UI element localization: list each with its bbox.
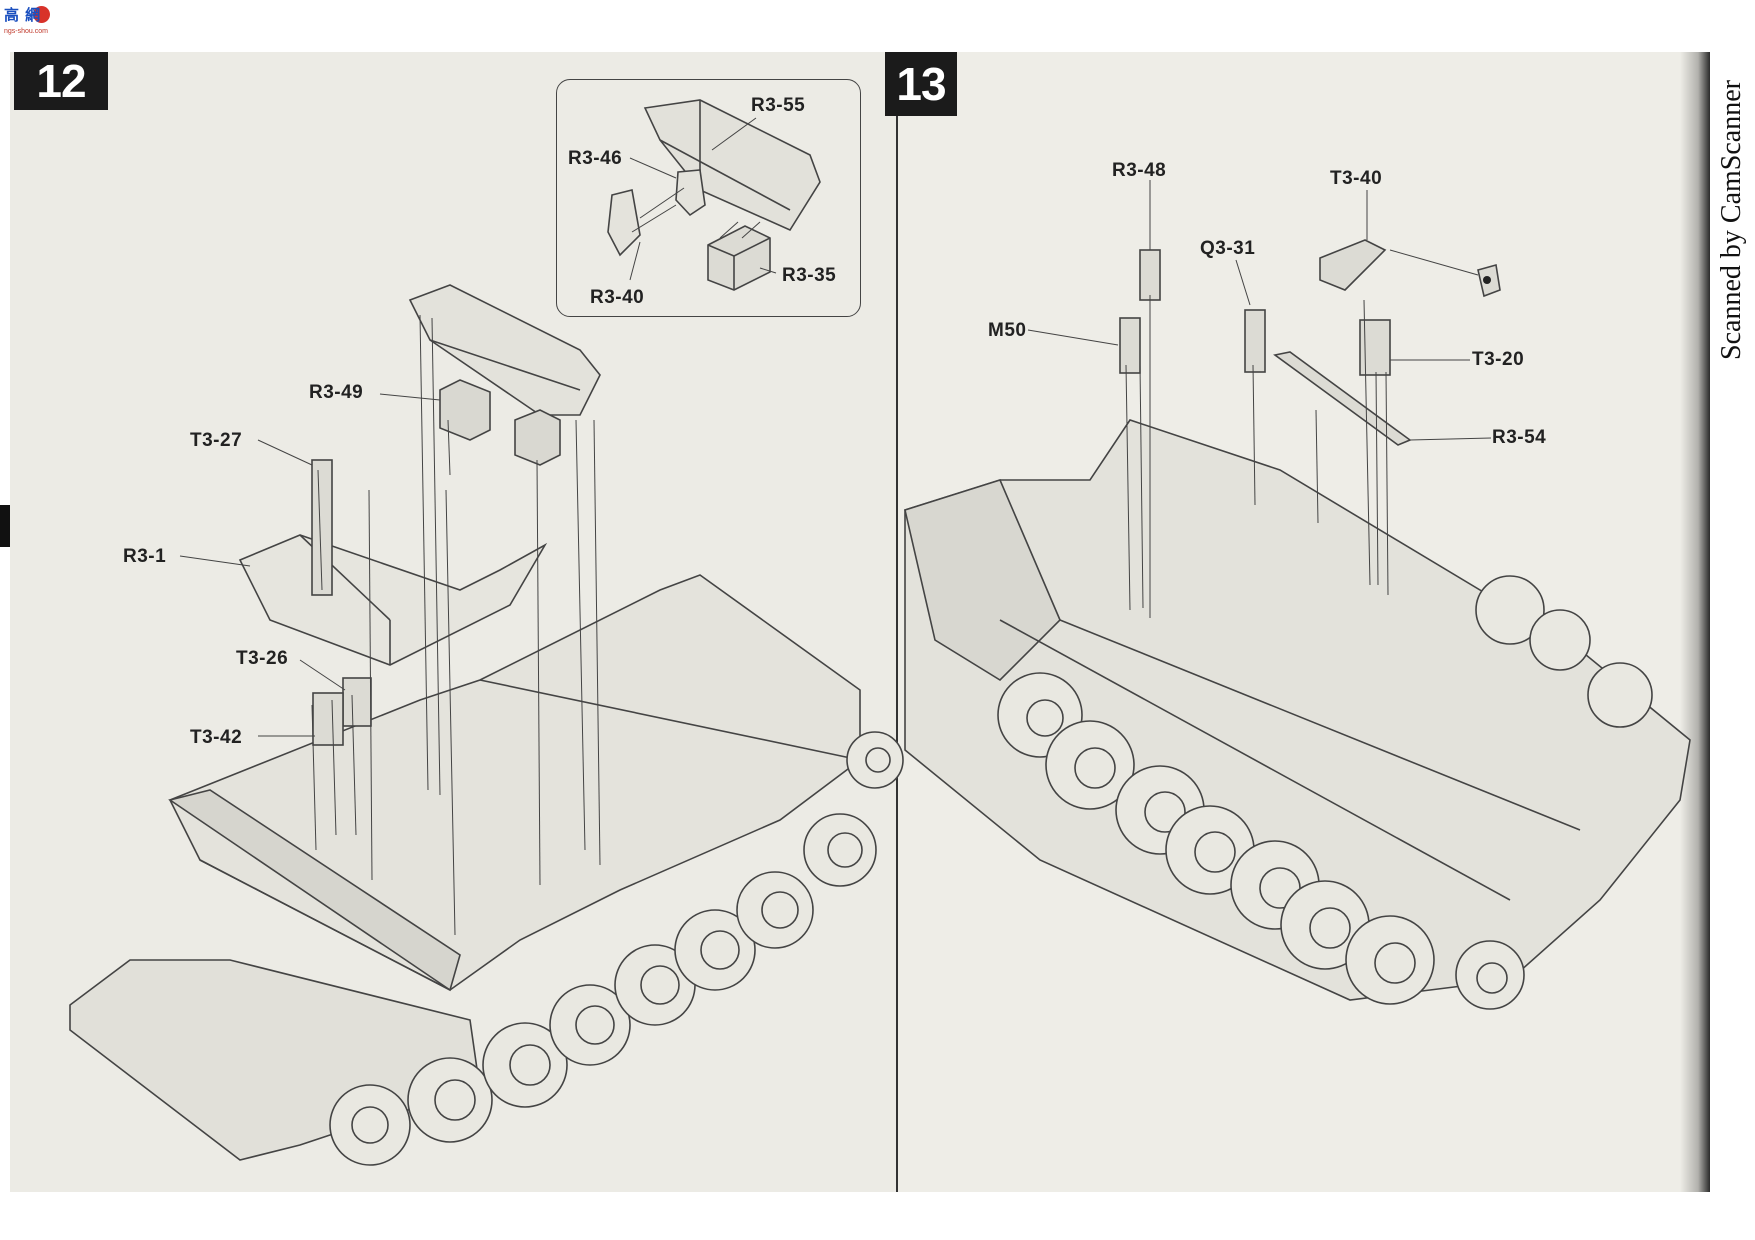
assembly-arrows-step12 (311, 314, 601, 936)
page-curl-shadow (1680, 52, 1710, 1192)
leader-lines (179, 117, 1492, 737)
floor-plate-R3-1 (238, 534, 548, 666)
small-parts-T3 (311, 459, 372, 746)
callout-Q3-31: Q3-31 (1200, 238, 1256, 259)
callout-T3-27: T3-27 (190, 430, 243, 451)
small-icon-glyph (1483, 276, 1491, 284)
page-fold (896, 52, 898, 1192)
callout-R3-48: R3-48 (1112, 160, 1167, 181)
step-number-13: 13 (885, 52, 957, 116)
inset-arrows (631, 187, 761, 239)
site-logo: 高 網 ngs-shou.com (4, 4, 72, 38)
edge-mark (0, 505, 10, 547)
road-wheels-step12 (329, 731, 904, 1166)
detail-inset-frame (556, 79, 861, 317)
inset-bracket-part (607, 169, 706, 257)
upper-parts-step13 (1119, 239, 1501, 446)
callout-R3-54: R3-54 (1492, 427, 1547, 448)
logo-subtext: ngs-shou.com (4, 28, 48, 35)
callout-R3-55: R3-55 (751, 95, 806, 116)
callout-R3-1: R3-1 (123, 546, 167, 567)
logo-mark-icon (33, 6, 50, 23)
callout-T3-20: T3-20 (1472, 349, 1525, 370)
inset-bridge-part (643, 99, 821, 232)
callout-R3-40: R3-40 (590, 287, 645, 308)
assembly-arrows-step13 (1125, 295, 1389, 618)
callout-T3-42: T3-42 (190, 727, 243, 748)
callout-T3-26: T3-26 (236, 648, 289, 669)
callout-R3-49: R3-49 (309, 382, 364, 403)
road-wheels-step13 (997, 575, 1653, 1010)
bridge-part-R3-55 (408, 284, 601, 416)
callout-M50: M50 (988, 320, 1027, 341)
chassis-hull-step13 (904, 419, 1691, 1001)
callout-R3-35: R3-35 (782, 265, 837, 286)
callout-R3-46: R3-46 (568, 148, 623, 169)
box-parts-R3-49 (439, 379, 561, 466)
logo-text: 高 網 (4, 7, 42, 24)
inset-box-part (707, 225, 771, 291)
callout-T3-40: T3-40 (1330, 168, 1383, 189)
step-number-12: 12 (14, 52, 108, 110)
